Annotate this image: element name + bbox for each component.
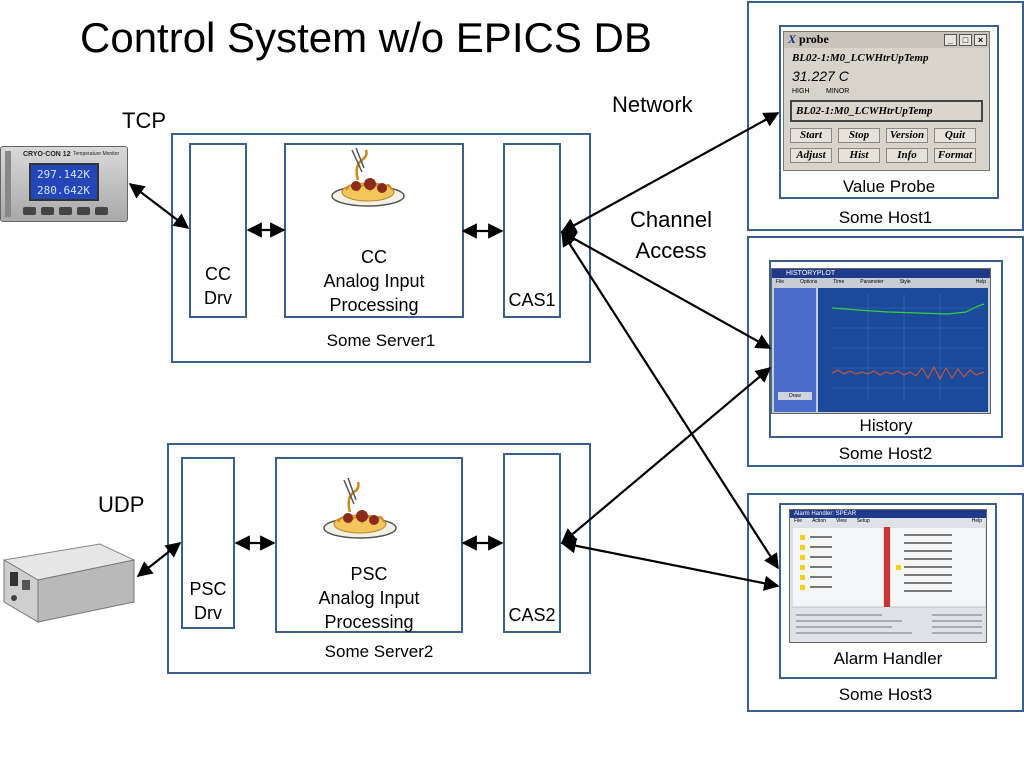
device-brand: CRYO·CON 12 (23, 151, 71, 158)
probe-window-title: probe (799, 32, 829, 46)
host1-inner-box: X probe _ □ × BL02-1:M0_LCWHtrUpTemp 31.… (779, 25, 999, 199)
server1-processing-box: CC Analog Input Processing (284, 143, 464, 318)
device-reading-1: 297.142K (37, 168, 90, 181)
historyplot-menu-options[interactable]: Options (800, 279, 818, 285)
historyplot-menu-parameter[interactable]: Parameter (860, 279, 884, 285)
probe-pv-name: BL02-1:M0_LCWHtrUpTemp (792, 52, 929, 64)
historyplot-window: HISTORYPLOT File Options Time Parameter … (771, 268, 991, 414)
host2-name: Some Host2 (749, 444, 1022, 464)
host1-name: Some Host1 (749, 208, 1022, 228)
historyplot-menu-file[interactable]: File (776, 279, 785, 285)
device-display: 297.142K 280.642K (29, 163, 99, 201)
probe-hist-button[interactable]: Hist (838, 148, 880, 163)
alarm-handler-menu: File Action View Setup Help (790, 518, 986, 525)
host2-caption: History (771, 416, 1001, 436)
host1-caption-text: Value Probe (842, 177, 936, 196)
alarm-handler-window: Alarm Handler: SPEAR File Action View Se… (789, 509, 987, 643)
server2-cas-box: CAS2 (503, 453, 561, 633)
network-label: Network (612, 92, 693, 117)
server1-processing-label: CC Analog Input Processing (323, 247, 425, 315)
spaghetti-icon (331, 148, 405, 207)
alarm-handler-title: Alarm Handler: SPEAR (790, 510, 986, 518)
host2-inner-box: HISTORYPLOT File Options Time Parameter … (769, 260, 1003, 438)
probe-stop-button[interactable]: Stop (838, 128, 880, 143)
alarm-menu-help[interactable]: Help (971, 518, 982, 524)
historyplot-chart (818, 288, 988, 412)
host1-caption: Value Probe (781, 177, 997, 197)
historyplot-menu-time[interactable]: Time (833, 279, 845, 285)
probe-alarm-severity: HIGH (792, 88, 810, 95)
udp-label: UDP (98, 492, 145, 517)
arrow-cas2-host3 (560, 538, 780, 591)
historyplot-menu-style[interactable]: Style (899, 279, 911, 285)
server1-cas-box: CAS1 (503, 143, 561, 318)
probe-start-button[interactable]: Start (790, 128, 832, 143)
server2-driver-box: PSC Drv (181, 457, 235, 629)
historyplot-menu: File Options Time Parameter Style Help (772, 278, 990, 286)
host3-name-text: Some Host3 (838, 685, 933, 704)
arrow-cas2-host2 (560, 367, 772, 544)
historyplot-menu-help[interactable]: Help (975, 279, 986, 285)
probe-version-button[interactable]: Version (886, 128, 928, 143)
spaghetti-icon (323, 477, 397, 539)
host3-box: Alarm Handler: SPEAR File Action View Se… (747, 493, 1024, 712)
server2-driver-label: PSC Drv (189, 579, 227, 623)
close-icon[interactable]: × (974, 34, 987, 46)
page-title: Control System w/o EPICS DB (80, 14, 652, 61)
historyplot-sidebar: Draw (774, 288, 816, 412)
host1-box: X probe _ □ × BL02-1:M0_LCWHtrUpTemp 31.… (747, 1, 1024, 231)
host3-caption: Alarm Handler (781, 649, 995, 669)
server2-box: PSC Drv PSC Analog Input Processing CAS2… (167, 443, 591, 674)
channel-access-label: Channel Access (630, 207, 712, 263)
server2-processing-box: PSC Analog Input Processing (275, 457, 463, 633)
alarm-menu-view[interactable]: View (835, 518, 847, 524)
host2-box: HISTORYPLOT File Options Time Parameter … (747, 236, 1024, 467)
server1-box: CC Drv CC Analog Input Processing CAS1 S… (171, 133, 591, 363)
server2-name: Some Server2 (324, 642, 434, 661)
probe-value: 31.227 C (792, 68, 849, 84)
tcp-label: TCP (122, 108, 166, 133)
device-reading-2: 280.642K (37, 184, 90, 197)
host2-name-text: Some Host2 (838, 444, 933, 463)
alarm-menu-file[interactable]: File (794, 518, 803, 524)
server2-cas-label: CAS2 (508, 605, 556, 625)
probe-info-button[interactable]: Info (886, 148, 928, 163)
server1-driver-label: CC Drv (204, 264, 232, 308)
server1-cas-label: CAS1 (508, 290, 556, 310)
maximize-icon[interactable]: □ (959, 34, 972, 46)
host3-inner-box: Alarm Handler: SPEAR File Action View Se… (779, 503, 997, 679)
probe-adjust-button[interactable]: Adjust (790, 148, 832, 163)
power-supply-device (2, 543, 136, 623)
server1-name: Some Server1 (326, 331, 436, 350)
probe-alarm-status: MINOR (826, 88, 850, 95)
arrow-cas1-host3 (561, 230, 779, 570)
probe-pv-field[interactable]: BL02-1:M0_LCWHtrUpTemp (790, 100, 983, 122)
server1-driver-box: CC Drv (189, 143, 247, 318)
host3-caption-text: Alarm Handler (833, 649, 943, 668)
host2-caption-text: History (859, 416, 913, 435)
alarm-menu-setup[interactable]: Setup (856, 518, 870, 524)
alarm-menu-action[interactable]: Action (812, 518, 826, 524)
historyplot-title: HISTORYPLOT (772, 269, 990, 278)
probe-quit-button[interactable]: Quit (934, 128, 976, 143)
probe-format-button[interactable]: Format (934, 148, 976, 163)
probe-window: X probe _ □ × BL02-1:M0_LCWHtrUpTemp 31.… (783, 31, 990, 171)
temperature-monitor-device: CRYO·CON 12 Temperature Monitor 297.142K… (0, 146, 128, 222)
server2-processing-label: PSC Analog Input Processing (318, 564, 420, 632)
historyplot-draw-button[interactable]: Draw (778, 392, 812, 400)
host1-name-text: Some Host1 (838, 208, 933, 227)
device-subtitle: Temperature Monitor (73, 151, 120, 157)
minimize-icon[interactable]: _ (944, 34, 957, 46)
host3-name: Some Host3 (749, 685, 1022, 705)
alarm-tree (792, 527, 986, 634)
